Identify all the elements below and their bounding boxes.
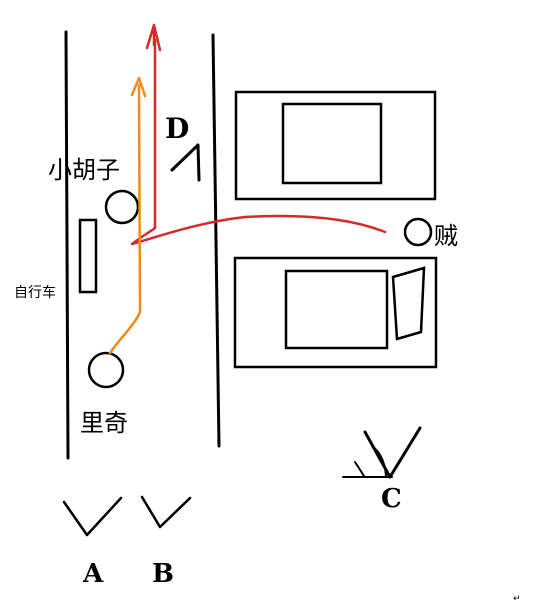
label-d: D	[165, 112, 189, 145]
label-xiao-huzi: 小胡子	[48, 156, 120, 184]
label-a: A	[82, 559, 104, 589]
upper-car-body	[234, 90, 437, 201]
corner-mark: ↵	[513, 594, 521, 604]
street-right-edge	[211, 33, 221, 448]
label-bicycle: 自行车	[14, 284, 56, 301]
lower-car-body	[233, 256, 438, 369]
c-marker-tick	[354, 461, 365, 477]
lower-car-roof	[284, 269, 389, 350]
orange-arrow-head	[130, 76, 147, 98]
xiao-huzi-circle	[104, 189, 140, 225]
label-zei: 贼	[434, 222, 458, 250]
upper-car-roof	[281, 102, 383, 185]
red-path-line	[130, 38, 387, 246]
street-left-edge	[64, 30, 70, 460]
c-marker-angle-arc	[371, 445, 387, 477]
label-b: B	[152, 559, 174, 589]
label-riqi: 里奇	[80, 409, 128, 437]
orange-path-line	[108, 83, 142, 355]
d-marker-shape	[170, 143, 201, 182]
lower-car-window	[391, 266, 426, 341]
label-c: C	[381, 484, 402, 514]
red-arrow-head	[145, 23, 162, 52]
zei-circle	[403, 217, 433, 247]
b-marker-shape	[140, 495, 192, 529]
bicycle-shape	[78, 218, 98, 294]
c-marker-shape	[363, 426, 422, 479]
a-marker-shape	[62, 496, 123, 537]
riqi-circle	[87, 351, 125, 389]
